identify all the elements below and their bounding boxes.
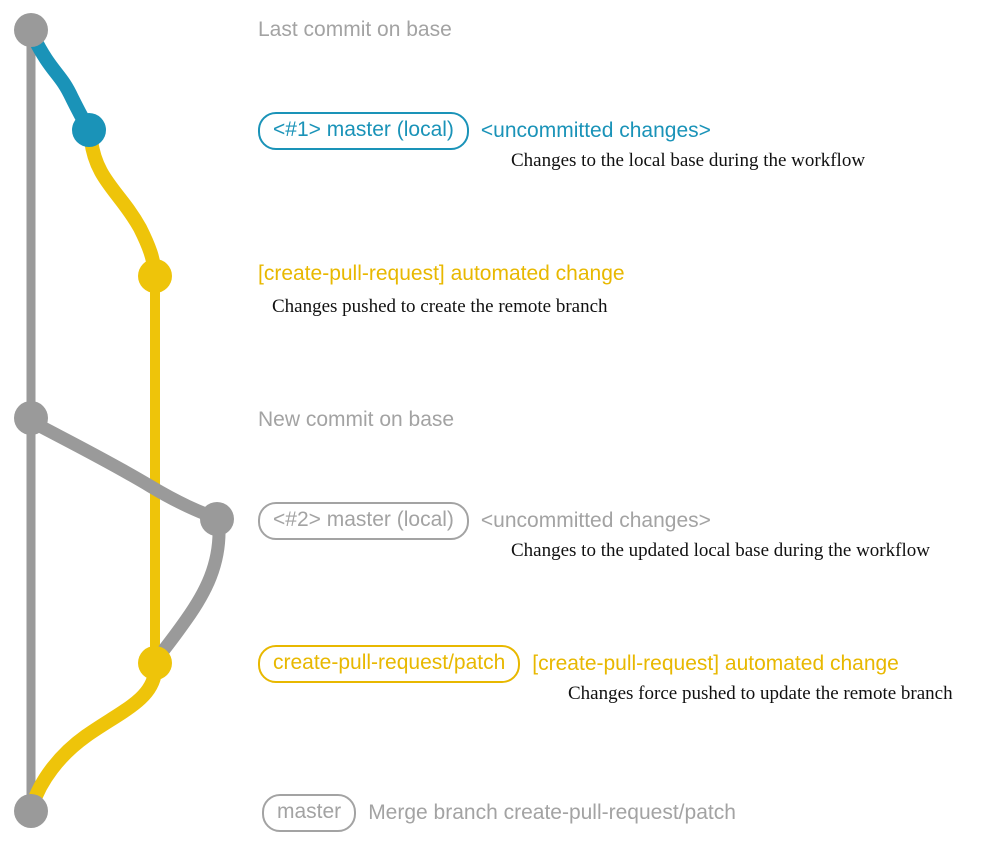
- ref-badge-pr-2[interactable]: create-pull-request/patch: [258, 645, 521, 683]
- ref-badge-local-2[interactable]: <#2> master (local): [258, 502, 469, 540]
- commit-row-base-1: Last commit on base: [258, 18, 452, 42]
- commit-subject-pr-2: [create-pull-request] automated change: [532, 652, 899, 675]
- commit-node-pr-2[interactable]: [138, 646, 172, 680]
- commit-row-merge: master Merge branch create-pull-request/p…: [262, 794, 736, 832]
- commit-subject-pr-1: [create-pull-request] automated change: [258, 262, 625, 285]
- commit-subject-base-2: New commit on base: [258, 408, 455, 431]
- commit-subject-local-1: <uncommitted changes>: [480, 119, 711, 142]
- commit-row-base-2: New commit on base: [258, 408, 454, 432]
- commit-subject-merge: Merge branch create-pull-request/patch: [368, 801, 736, 824]
- commit-row-local-1: <#1> master (local) <uncommitted changes>: [258, 112, 711, 150]
- commit-subject-base-1: Last commit on base: [258, 18, 452, 41]
- commit-node-base-2[interactable]: [14, 401, 48, 435]
- branch-edge-local-1-to-pr-1: [84, 133, 162, 279]
- branch-edge-base-2-to-local-2: [29, 417, 220, 524]
- commit-row-pr-1: [create-pull-request] automated change: [258, 262, 625, 286]
- commit-node-pr-1[interactable]: [138, 259, 172, 293]
- commit-node-local-2[interactable]: [200, 502, 234, 536]
- commit-nodes: [14, 13, 234, 828]
- commit-note-local-1: Changes to the local base during the wor…: [511, 150, 866, 171]
- branch-edges: [26, 25, 226, 816]
- branch-edge-pr-2-to-merge: [26, 665, 162, 811]
- commit-note-pr-2: Changes force pushed to update the remot…: [568, 683, 953, 704]
- branch-edge-local-2-to-pr-2: [150, 521, 226, 666]
- commit-node-base-1[interactable]: [14, 13, 48, 47]
- commit-row-pr-2: create-pull-request/patch [create-pull-re…: [258, 645, 899, 683]
- commit-row-local-2: <#2> master (local) <uncommitted changes>: [258, 502, 711, 540]
- commit-node-merge[interactable]: [14, 794, 48, 828]
- commit-note-local-2: Changes to the updated local base during…: [511, 540, 930, 561]
- ref-badge-merge[interactable]: master: [262, 794, 357, 832]
- commit-subject-local-2: <uncommitted changes>: [480, 509, 711, 532]
- commit-note-pr-1: Changes pushed to create the remote bran…: [272, 296, 608, 317]
- branch-edge-base-to-local-1: [26, 29, 95, 135]
- ref-badge-local-1[interactable]: <#1> master (local): [258, 112, 469, 150]
- commit-node-local-1[interactable]: [72, 113, 106, 147]
